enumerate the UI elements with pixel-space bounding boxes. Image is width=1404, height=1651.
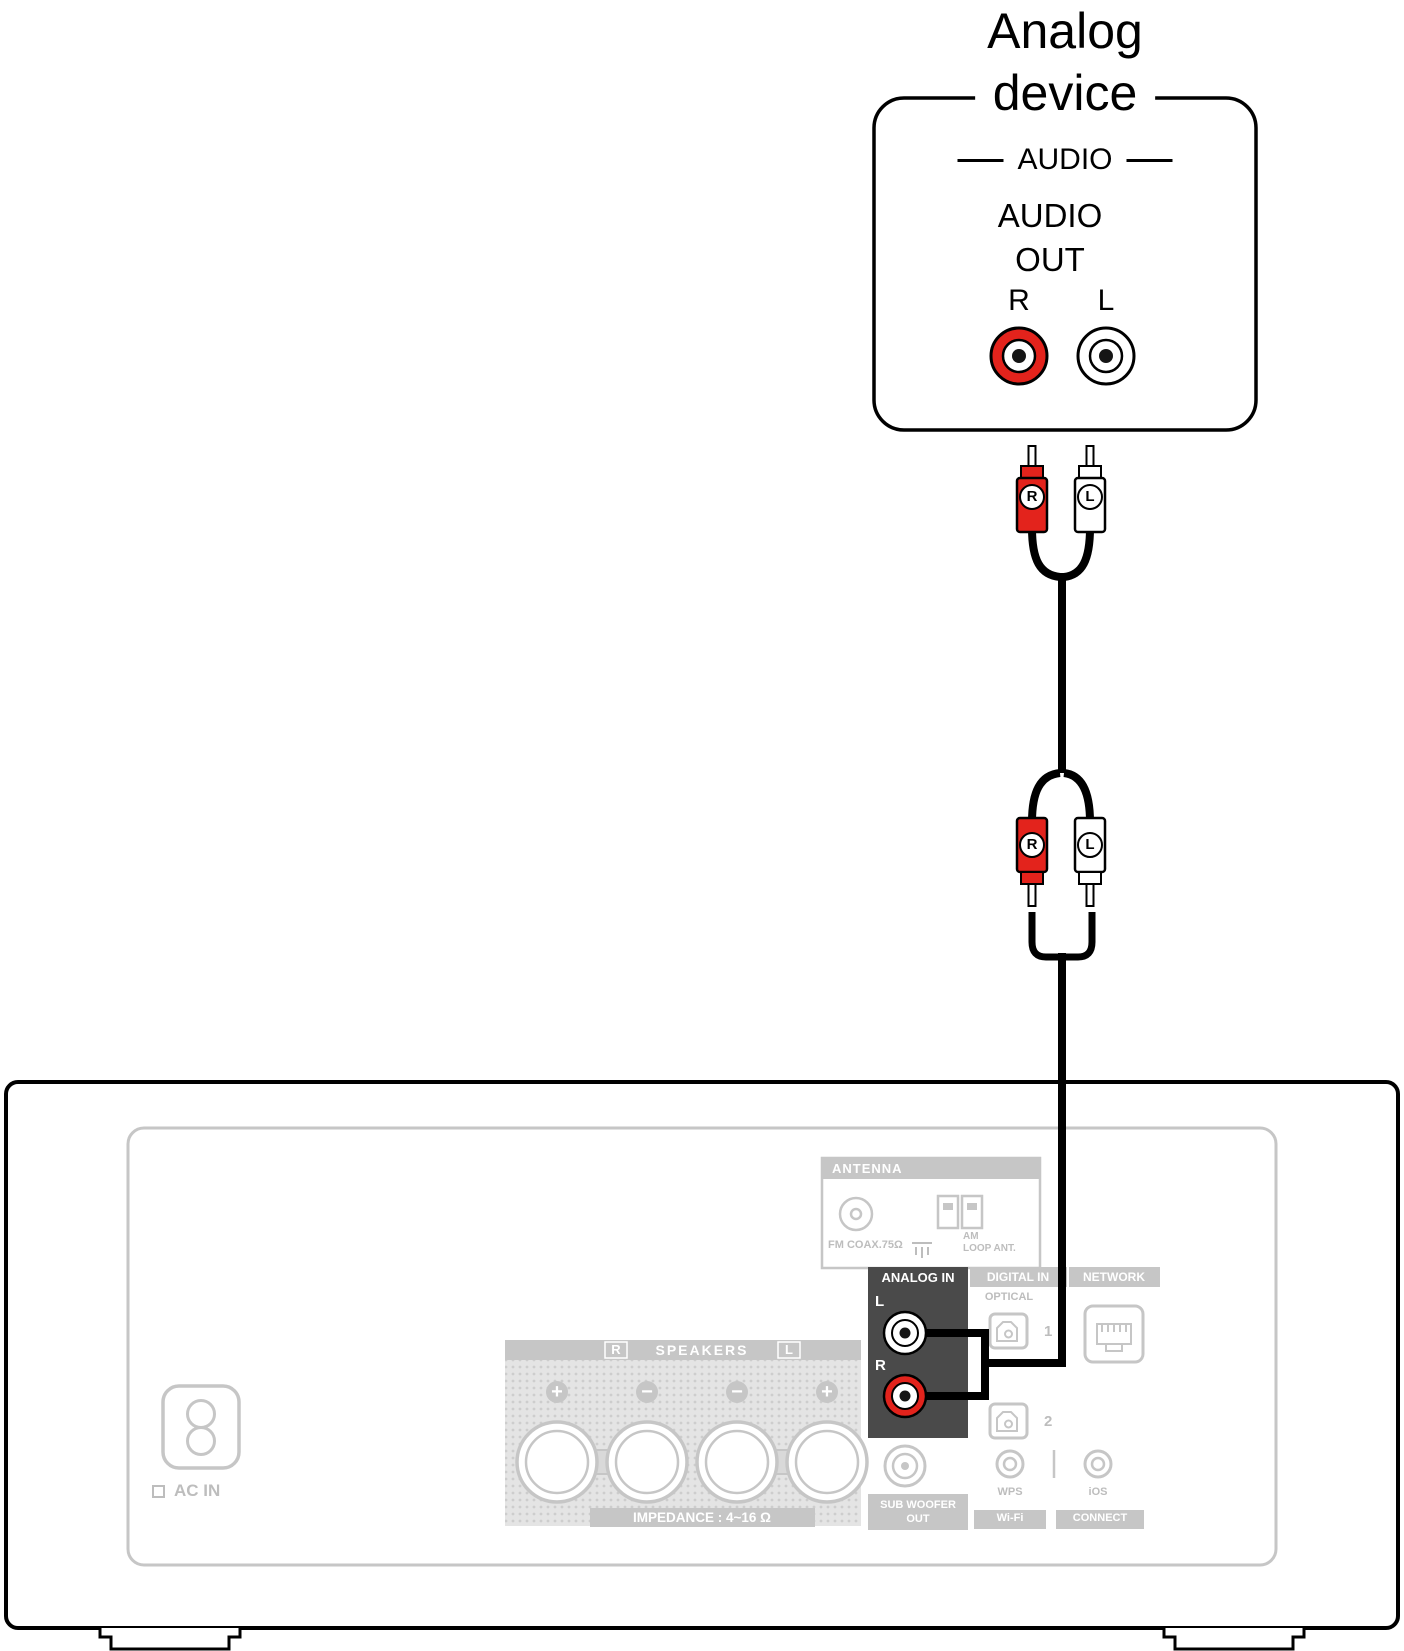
speakers-section (505, 1340, 869, 1527)
ac-in-label: AC IN (174, 1481, 221, 1500)
rca-plug-upper-r (1015, 445, 1049, 534)
terminal-sign-1: + (551, 1381, 563, 1403)
subwoofer-section (868, 1444, 968, 1530)
device-panel-header: AUDIO (957, 143, 1173, 177)
upper-plug-r-label: R (1026, 488, 1038, 505)
device-jack-l-label: L (1097, 284, 1115, 317)
ios-label: iOS (1088, 1486, 1108, 1498)
ac-in-square-icon (152, 1484, 165, 1498)
diagram-title: Analog device (975, 0, 1155, 124)
upper-plug-l-label: L (1085, 488, 1095, 505)
am-loop-terminal (936, 1194, 984, 1230)
speakers-header-bar (505, 1340, 861, 1360)
optical-label: OPTICAL (984, 1291, 1034, 1303)
speakers-l-label: L (785, 1342, 793, 1357)
wifi-connect-section (974, 1449, 1144, 1529)
wps-button (995, 1449, 1025, 1479)
device-audio-out-jack-r (989, 326, 1049, 386)
terminal-sign-4: + (821, 1381, 833, 1403)
ethernet-jack (1083, 1304, 1145, 1364)
speakers-r-box (604, 1341, 628, 1359)
digital-in-header: DIGITAL IN (986, 1270, 1050, 1284)
terminal-sign-3: − (731, 1381, 743, 1403)
fm-coax-label: FM COAX.75Ω (828, 1239, 903, 1251)
ios-button (1083, 1449, 1113, 1479)
analog-in-jack-r (882, 1373, 928, 1419)
receiver-inner-panel (126, 1126, 1278, 1567)
receiver-foot-right (1162, 1628, 1306, 1651)
speakers-r-label: R (611, 1342, 621, 1357)
terminal-sign-circles (546, 1381, 838, 1403)
dash-line (1126, 158, 1173, 162)
wifi-label: Wi-Fi (996, 1512, 1024, 1524)
rca-plug-lower-l (1073, 816, 1107, 907)
connect-label: CONNECT (1072, 1512, 1128, 1524)
fm-coax-jack (838, 1196, 874, 1232)
speakers-l-box (777, 1341, 801, 1359)
diagram-title-line1: Analog (987, 3, 1143, 59)
network-header: NETWORK (1083, 1270, 1145, 1284)
device-audio-out-jack-l (1076, 326, 1136, 386)
lower-plug-r-label: R (1026, 836, 1038, 853)
antenna-header: ANTENNA (832, 1161, 903, 1176)
rca-plug-lower-r (1015, 816, 1049, 907)
device-jack-r-label: R (1008, 284, 1030, 317)
rca-plug-upper-l (1073, 445, 1107, 534)
cable-bracket (1028, 912, 1096, 961)
impedance-label: IMPEDANCE : 4~16 Ω (633, 1510, 771, 1525)
network-chip (1069, 1267, 1160, 1287)
audio-out-label: AUDIO OUT (997, 197, 1103, 278)
analog-in-jack-l (882, 1310, 928, 1356)
optical-jack1-label: 1 (1044, 1323, 1053, 1340)
dash-line (957, 158, 1004, 162)
device-panel-header-label: AUDIO (1017, 143, 1113, 176)
terminal-sign-2: − (641, 1381, 653, 1403)
network-section (1069, 1267, 1160, 1364)
subwoofer-chip (868, 1494, 968, 1530)
analog-in-l-label: L (875, 1293, 885, 1310)
receiver-foot-left (98, 1628, 242, 1651)
ac-inlet (161, 1384, 241, 1470)
digital-in-chip (970, 1267, 1067, 1287)
subwoofer-label: SUB WOOFER OUT (880, 1499, 956, 1525)
antenna-ground-icon (912, 1242, 932, 1258)
antenna-header-chip (822, 1158, 1040, 1179)
lower-plug-l-label: L (1085, 836, 1095, 853)
am-loop-label: AM LOOP ANT. (963, 1231, 1016, 1254)
diagram-title-line2: device (992, 65, 1138, 121)
speakers-header: SPEAKERS (655, 1342, 749, 1358)
speaker-terminals (515, 1420, 869, 1504)
wps-label: WPS (997, 1486, 1023, 1498)
connect-chip (1056, 1510, 1144, 1529)
analog-in-header: ANALOG IN (881, 1270, 955, 1285)
impedance-chip (590, 1508, 815, 1527)
ac-in-label-row: AC IN (152, 1481, 220, 1501)
optical-jack2-label: 2 (1044, 1413, 1053, 1430)
digital-in-section (970, 1267, 1067, 1440)
wifi-chip (974, 1510, 1046, 1529)
analog-in-r-label: R (875, 1357, 886, 1374)
rca-cable (926, 527, 1096, 1400)
